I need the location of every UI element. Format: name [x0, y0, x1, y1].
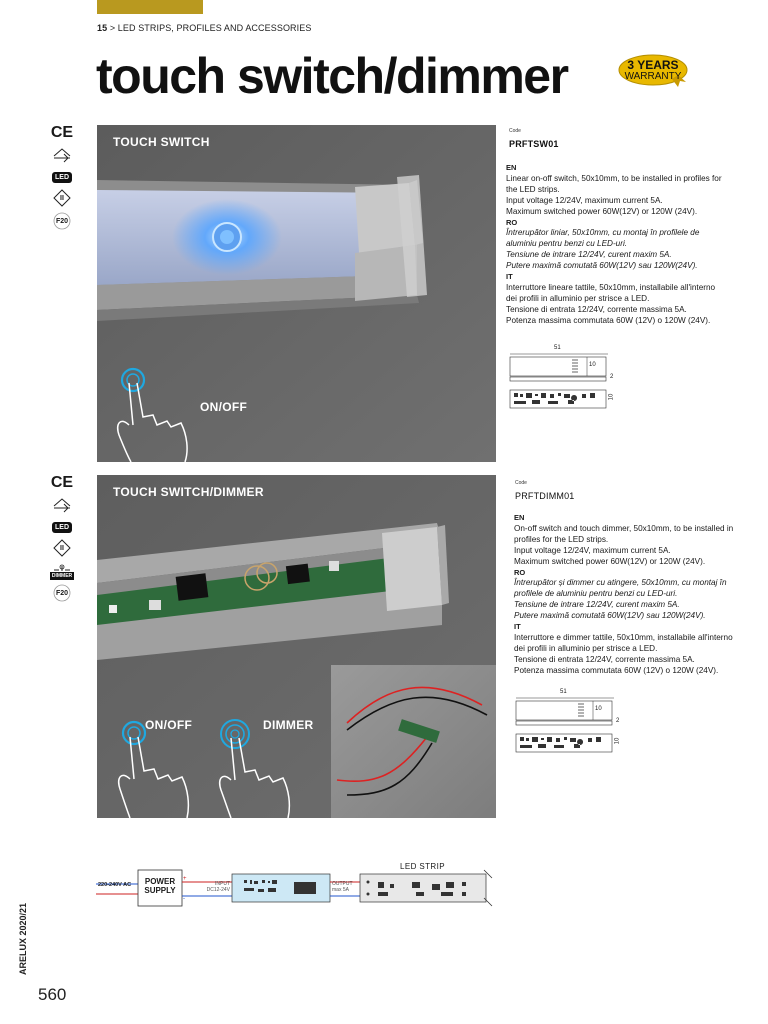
product2-dimmer-label: DIMMER — [263, 718, 314, 732]
psu-minus: - — [183, 896, 185, 902]
led-icon-text: LED — [52, 171, 72, 183]
product1-it-line3: Potenza massima commutata 60W (12V) o 12… — [506, 315, 711, 325]
product1-ro-line2: Tensiune de intrare 12/24V, curent maxim… — [506, 250, 672, 260]
breadcrumb-separator: > — [109, 23, 116, 33]
dimmer-icon-text: DIMMER — [49, 572, 75, 580]
class-ii-icon: II — [50, 189, 74, 207]
f20-icon: F20 — [50, 584, 74, 602]
product2-dim-side: 10 — [614, 737, 621, 745]
product1-description: EN Linear on-off switch, 50x10mm, to be … — [506, 163, 728, 327]
product1-en-line3: Maximum switched power 60W(12V) or 120W … — [506, 206, 698, 216]
product1-dim-thickness: 2 — [610, 374, 614, 380]
product1-certification-icons: CE LED II F20 — [50, 124, 76, 234]
product1-ro-line1: Întrerupător liniar, 50x10mm, cu montaj … — [506, 228, 700, 249]
breadcrumb-text: LED STRIPS, PROFILES AND ACCESSORIES — [117, 23, 312, 33]
product2-ro-line3: Putere maximă comutată 60W(12V) sau 120W… — [514, 611, 706, 621]
product2-panel-title: TOUCH SWITCH/DIMMER — [113, 485, 264, 499]
product1-panel-title: TOUCH SWITCH — [113, 135, 210, 149]
power-supply-box: POWER SUPPLY — [138, 877, 182, 895]
profile-mount-icon — [50, 146, 74, 164]
product1-code: PRFTSW01 — [509, 139, 559, 149]
psu-plus: + — [183, 876, 187, 882]
product2-dimension-drawing: 51 10 2 10 — [514, 688, 634, 756]
f20-text: F20 — [55, 589, 69, 597]
touch-switch-profile-illustration — [97, 125, 496, 462]
product2-it-line3: Potenza massima commutata 60W (12V) o 12… — [514, 665, 719, 675]
output-line2: max 5A — [332, 886, 349, 893]
class-ii-text: II — [60, 194, 64, 202]
product1-dim-height: 10 — [589, 362, 596, 368]
psu-line2: SUPPLY — [144, 886, 176, 895]
page-number: 560 — [38, 985, 67, 1004]
touch-dimmer-profile-illustration — [97, 475, 496, 818]
class-ii-icon: II — [50, 539, 74, 557]
product2-en-line1: On-off switch and touch dimmer, 50x10mm,… — [514, 523, 734, 544]
led-icon-text: LED — [52, 521, 72, 533]
product2-it-line2: Tensione di entrata 12/24V, corrente mas… — [514, 654, 695, 664]
wiring-diagram: 220-240V AC POWER SUPPLY + - INPUT DC12-… — [96, 858, 496, 918]
product2-dim-length: 51 — [560, 689, 567, 695]
ac-input-label: 220-240V AC — [98, 882, 132, 888]
profile-mount-icon — [50, 496, 74, 514]
product1-ro-tag: RO — [506, 217, 518, 227]
product2-image-panel: TOUCH SWITCH/DIMMER ON/OFF DIMMER — [97, 475, 496, 818]
product1-dim-length: 51 — [554, 345, 561, 351]
product1-ro-line3: Putere maximă comutată 60W(12V) sau 120W… — [506, 261, 698, 271]
product1-it-tag: IT — [506, 272, 513, 282]
product1-it-line2: Tensione di entrata 12/24V, corrente mas… — [506, 304, 687, 314]
f20-text: F20 — [55, 217, 69, 225]
product2-onoff-label: ON/OFF — [145, 718, 193, 732]
dimmer-icon: DIMMER — [49, 562, 75, 582]
ce-mark-icon: CE — [50, 474, 74, 491]
header-gold-bar — [97, 0, 203, 14]
input-line1: INPUT — [215, 881, 230, 887]
product1-en-line1: Linear on-off switch, 50x10mm, to be ins… — [506, 173, 722, 194]
product2-ro-tag: RO — [514, 567, 526, 577]
section-number: 15 — [97, 23, 108, 33]
product2-it-tag: IT — [514, 622, 521, 632]
product2-ro-line2: Tensiune de intrare 12/24V, curent maxim… — [514, 600, 680, 610]
led-icon: LED — [50, 169, 74, 185]
ce-mark-icon: CE — [50, 124, 74, 141]
output-line1: OUTPUT — [332, 881, 353, 887]
led-strip-label: LED STRIP — [400, 862, 445, 871]
product1-en-tag: EN — [506, 163, 517, 172]
product2-description: EN On-off switch and touch dimmer, 50x10… — [514, 513, 736, 677]
product2-en-line2: Input voltage 12/24V, maximum current 5A… — [514, 545, 671, 555]
product2-en-tag: EN — [514, 513, 525, 522]
breadcrumb: 15 > LED STRIPS, PROFILES AND ACCESSORIE… — [97, 23, 311, 33]
product1-dim-side: 10 — [608, 393, 615, 401]
product2-dim-thickness: 2 — [616, 718, 620, 724]
catalog-edition-label: ARELUX 2020/21 — [18, 902, 28, 975]
warranty-line2: WARRANTY — [624, 71, 682, 82]
product1-onoff-label: ON/OFF — [200, 400, 248, 414]
product1-code-label: Code — [509, 128, 521, 134]
controller-input-label: INPUT DC12-24V — [198, 881, 230, 893]
product2-code: PRFTDIMM01 — [515, 491, 575, 501]
warranty-badge: 3 YEARS WARRANTY — [618, 53, 688, 87]
warranty-line1: 3 YEARS — [627, 58, 679, 72]
page-title: touch switch/dimmer — [96, 48, 569, 104]
warranty-badge-shape — [618, 54, 688, 87]
product1-en-line2: Input voltage 12/24V, maximum current 5A… — [506, 195, 663, 205]
product2-code-label: Code — [515, 480, 527, 486]
f20-icon: F20 — [50, 212, 74, 230]
product2-en-line3: Maximum switched power 60W(12V) or 120W … — [514, 556, 706, 566]
input-line2: DC12-24V — [206, 886, 230, 893]
product2-certification-icons: CE LED II DIMMER F20 — [49, 474, 76, 604]
controller-output-label: OUTPUT max 5A — [332, 881, 353, 893]
led-icon: LED — [50, 519, 74, 535]
product1-image-panel: TOUCH SWITCH ON/OFF — [97, 125, 496, 462]
psu-line1: POWER — [144, 877, 176, 886]
class-ii-text: II — [60, 544, 64, 552]
product1-it-line1: Interruttore lineare tattile, 50x10mm, i… — [506, 282, 716, 303]
product1-dimension-drawing: 51 10 2 10 — [508, 344, 628, 412]
product2-dim-height: 10 — [595, 706, 602, 712]
product2-it-line1: Interruttore e dimmer tattile, 50x10mm, … — [514, 632, 733, 653]
product2-ro-line1: Întrerupător și dimmer cu atingere, 50x1… — [514, 578, 727, 599]
